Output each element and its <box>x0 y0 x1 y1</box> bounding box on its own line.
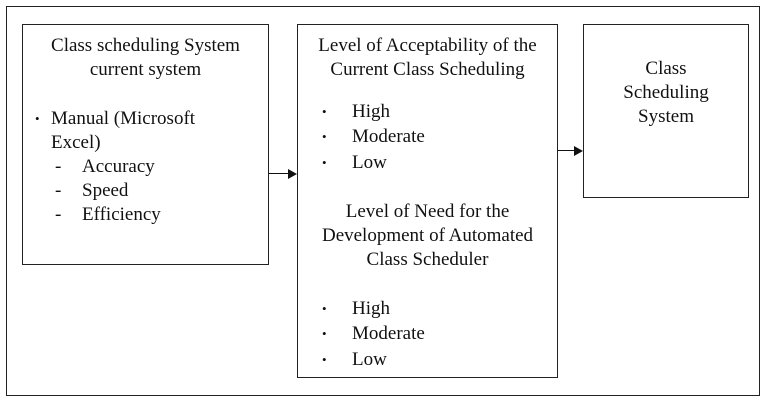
bullet-icon: • <box>322 326 327 341</box>
sub-item-efficiency: Efficiency <box>82 204 161 225</box>
bullet-icon: • <box>322 129 327 144</box>
arrow-2-head-icon <box>574 146 583 156</box>
output-title-line-2: Scheduling <box>623 82 709 103</box>
current-system-box: Class scheduling System current system •… <box>22 24 269 265</box>
sub-item-accuracy: Accuracy <box>82 156 155 177</box>
sub-item-speed: Speed <box>82 180 129 201</box>
bullet-icon: • <box>322 104 327 119</box>
current-system-title-line-2: current system <box>89 59 202 80</box>
need-item-high: High <box>352 298 390 319</box>
acceptability-need-box: Level of Acceptability of the Current Cl… <box>297 24 558 378</box>
need-item-moderate: Moderate <box>352 323 425 344</box>
need-title-line-3: Class Scheduler <box>366 249 489 270</box>
arrow-1-line <box>269 173 289 174</box>
manual-item-line-1: Manual (Microsoft <box>51 108 196 129</box>
class-scheduling-system-box: Class Scheduling System <box>583 24 749 198</box>
acceptability-title-line-2: Current Class Scheduling <box>330 59 525 80</box>
arrow-2-line <box>558 150 575 151</box>
manual-item-line-2: Excel) <box>51 132 101 153</box>
sub-item-dash: - <box>55 204 62 225</box>
acceptability-item-high: High <box>352 101 390 122</box>
bullet-icon: • <box>35 111 40 126</box>
need-item-low: Low <box>352 349 387 370</box>
sub-item-dash: - <box>55 156 62 177</box>
output-title-line-1: Class <box>645 58 687 79</box>
diagram-frame <box>6 6 760 396</box>
acceptability-item-moderate: Moderate <box>352 126 425 147</box>
need-title-line-2: Development of Automated <box>321 225 534 246</box>
output-title-line-3: System <box>638 106 694 127</box>
acceptability-title-line-1: Level of Acceptability of the <box>318 35 537 56</box>
sub-item-dash: - <box>55 180 62 201</box>
need-title-line-1: Level of Need for the <box>345 201 510 222</box>
acceptability-item-low: Low <box>352 152 387 173</box>
bullet-icon: • <box>322 155 327 170</box>
current-system-title-line-1: Class scheduling System <box>51 35 240 56</box>
bullet-icon: • <box>322 301 327 316</box>
bullet-icon: • <box>322 352 327 367</box>
arrow-1-head-icon <box>288 169 297 179</box>
